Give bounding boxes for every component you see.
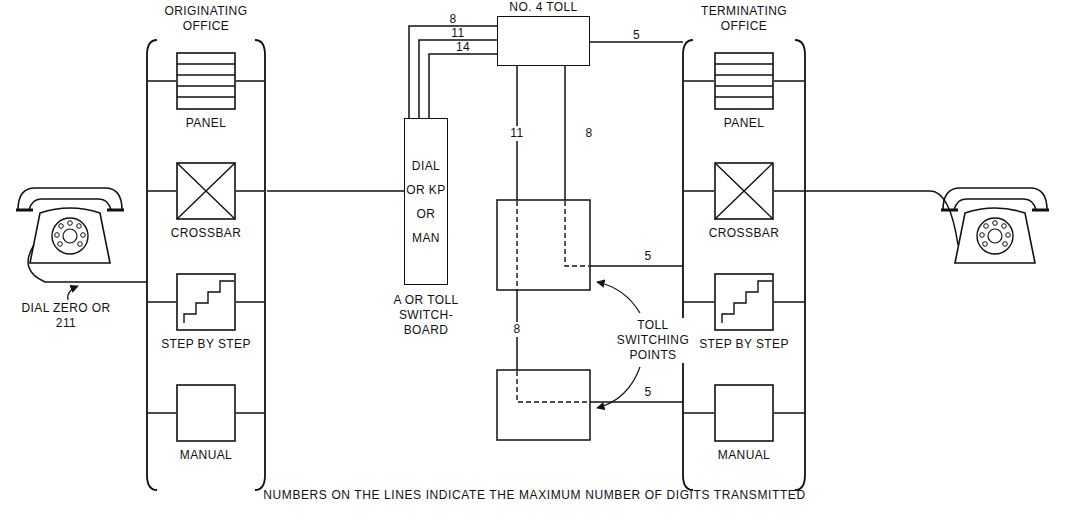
office-heading: TERMINATING OFFICE [683,4,805,34]
equipment-label: CROSSBAR [694,226,794,241]
symbol-box [176,52,236,110]
stub-lines [148,81,804,413]
symbol-box [176,273,236,331]
subscriber-line [28,245,147,282]
digit-count: 14 [454,41,472,53]
crossbar-symbol [714,162,774,220]
equipment-label: STEP BY STEP [156,337,256,352]
annotation: 5 [636,249,660,264]
telephone [941,188,1049,263]
subscriber-line [805,191,958,245]
bracket [795,40,805,490]
trunk-connector [267,190,404,192]
digit-count: 11 [449,27,466,39]
equipment-label: STEP BY STEP [694,337,794,352]
equipment-symbol: MANUAL [694,384,794,463]
trunk-connector [409,26,497,118]
annotation: 5 [636,385,660,400]
step-symbol [176,273,236,331]
annotation: TOLL SWITCHING POINTS [606,318,700,363]
equipment-symbol: PANEL [694,52,794,131]
switching-box: DIAL OR KP OR MAN A OR TOLL SWITCH-BOARD [381,118,471,338]
symbol-box [714,273,774,331]
symbol-box [714,384,774,442]
symbol-box [714,162,774,220]
caption: NUMBERS ON THE LINES INDICATE THE MAXIMU… [255,488,815,503]
equipment-label: MANUAL [156,448,256,463]
equipment-symbol: STEP BY STEP [694,273,794,352]
panel-symbol [714,52,774,110]
trunk-connector [419,40,497,118]
caption-wrap: NUMBERS ON THE LINES INDICATE THE MAXIMU… [0,488,1069,503]
symbol-box [176,384,236,442]
manual-symbol [714,384,774,442]
manual-symbol [176,384,236,442]
office-group: TERMINATING OFFICE PANEL CROSSBAR STEP BY S… [683,0,805,492]
equipment-symbol: CROSSBAR [156,162,256,241]
trunk-connector [590,41,683,43]
position-text: DIAL OR KP OR MAN [405,154,447,250]
leader-arrow [597,367,640,408]
equipment-label: CROSSBAR [156,226,256,241]
crossbar-symbol [176,162,236,220]
equipment-symbol: CROSSBAR [694,162,794,241]
annotation: 8 [505,322,529,337]
leader-arrow [68,286,78,300]
equipment-symbol: MANUAL [156,384,256,463]
annotation: 11 [505,126,529,141]
equipment-label: MANUAL [694,448,794,463]
bracket [147,40,157,490]
equipment-symbol: PANEL [156,52,256,131]
switching-box: NO. 4 TOLL [497,0,590,66]
equipment-symbol: STEP BY STEP [156,273,256,352]
symbol-box [714,52,774,110]
toll-switching-box [497,370,590,440]
digit-count: 8 [447,13,458,25]
toll-heading: NO. 4 TOLL [497,0,590,15]
toll-box [497,16,590,66]
toll-switching-box [497,200,590,290]
annotation: DIAL ZERO OR 211 [18,301,114,331]
annotation: 8 [577,126,601,141]
bracket [255,40,265,490]
office-group: ORIGINATING OFFICE PANEL CROSSBAR STEP BY S… [145,0,267,492]
step-symbol [714,273,774,331]
switching-path [498,40,589,402]
leader-arrow [597,282,640,313]
position-box: DIAL OR KP OR MAN [404,118,448,285]
panel-symbol [176,52,236,110]
equipment-label: PANEL [694,116,794,131]
office-heading: ORIGINATING OFFICE [145,4,267,34]
switchboard-label: A OR TOLL SWITCH-BOARD [381,293,471,338]
trunk-connector [429,54,497,118]
equipment-label: PANEL [156,116,256,131]
symbol-box [176,162,236,220]
digit-count: 5 [631,29,642,41]
bracket [683,40,693,490]
telephone [16,188,124,263]
